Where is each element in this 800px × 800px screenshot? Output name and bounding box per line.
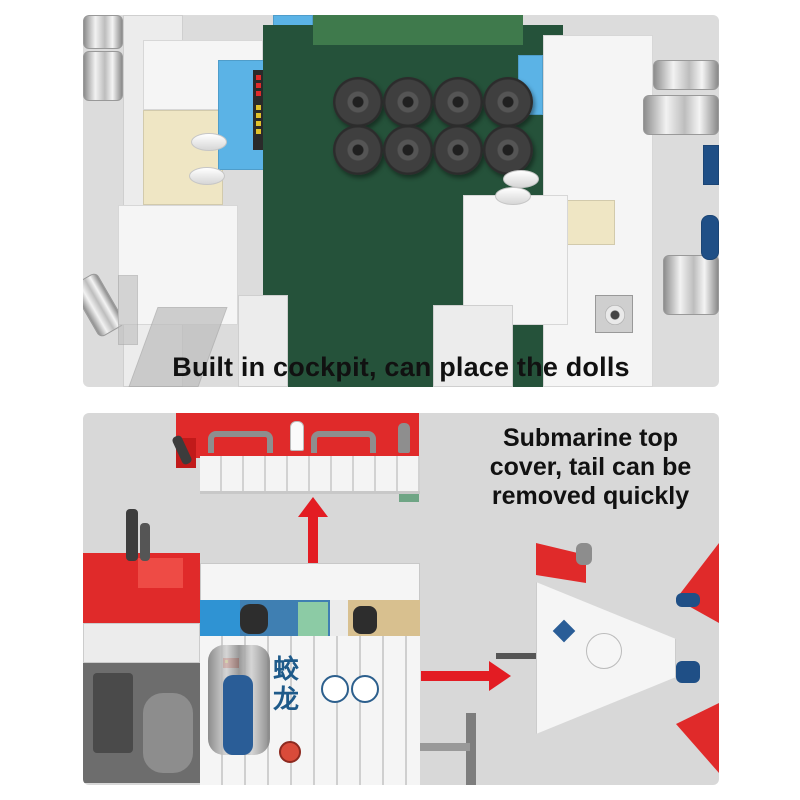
hull-lower-right — [433, 305, 513, 387]
wheel-seat — [333, 77, 383, 127]
stud — [189, 167, 225, 185]
cream-panel — [143, 110, 223, 205]
hull-red-highlight — [138, 558, 183, 588]
interior-strip — [200, 600, 420, 636]
stud — [191, 133, 227, 151]
grey-antenna — [398, 423, 410, 453]
arrow-right-icon — [421, 661, 511, 691]
blue-part — [701, 215, 719, 260]
hull-underside-mechanics — [83, 663, 200, 783]
connector-block — [595, 295, 633, 333]
cockpit-panel: Built in cockpit, can place the dolls — [83, 15, 719, 387]
wheel-seat — [383, 77, 433, 127]
shadow-brick — [118, 275, 138, 345]
wheel-seat — [333, 125, 383, 175]
hull-front-block-right — [463, 195, 568, 325]
mascot-sticker — [279, 741, 301, 763]
hull-lower-left — [238, 295, 288, 387]
disassembly-panel: 蛟龙 Submarine top cover, tail can be remo… — [83, 413, 719, 785]
tail-connector-pin — [496, 653, 536, 659]
blue-thruster — [223, 675, 253, 755]
wheel-seat — [433, 77, 483, 127]
cylinder-part — [83, 15, 123, 49]
support-bar — [420, 743, 470, 751]
caption-line: Submarine top — [502, 424, 678, 452]
handle-rail — [208, 431, 273, 453]
wheel-seat — [383, 125, 433, 175]
tail-stud — [586, 633, 622, 669]
emblem-logo — [351, 675, 379, 703]
cylinder-part — [663, 255, 719, 315]
mast — [140, 523, 150, 561]
wheel-seat — [483, 125, 533, 175]
caption-line: removed quickly — [491, 482, 690, 510]
wheel-seat — [433, 125, 483, 175]
hull-bow-white — [83, 623, 200, 663]
cylinder-part — [643, 95, 719, 135]
top-cover-white-row — [200, 456, 420, 494]
cylinder-part — [653, 60, 719, 90]
blue-part — [703, 145, 719, 185]
arrow-up-icon — [298, 497, 328, 587]
wheel-seat — [483, 77, 533, 127]
green-tile — [399, 494, 419, 502]
caption-cockpit: Built in cockpit, can place the dolls — [172, 352, 630, 382]
caption-line: cover, tail can be — [489, 453, 692, 481]
stud — [503, 170, 539, 188]
handle-rail — [311, 431, 376, 453]
cylinder-part — [83, 51, 123, 101]
white-antenna — [290, 421, 304, 451]
tail-section — [496, 543, 719, 773]
green-top-brick — [313, 15, 523, 45]
mast — [126, 509, 138, 561]
emblem-logo — [321, 675, 349, 703]
stud — [495, 187, 531, 205]
hull-name-text: 蛟龙 — [273, 655, 300, 715]
caption-disassembly: Submarine top cover, tail can be removed… — [463, 424, 718, 511]
support-leg — [466, 713, 476, 785]
